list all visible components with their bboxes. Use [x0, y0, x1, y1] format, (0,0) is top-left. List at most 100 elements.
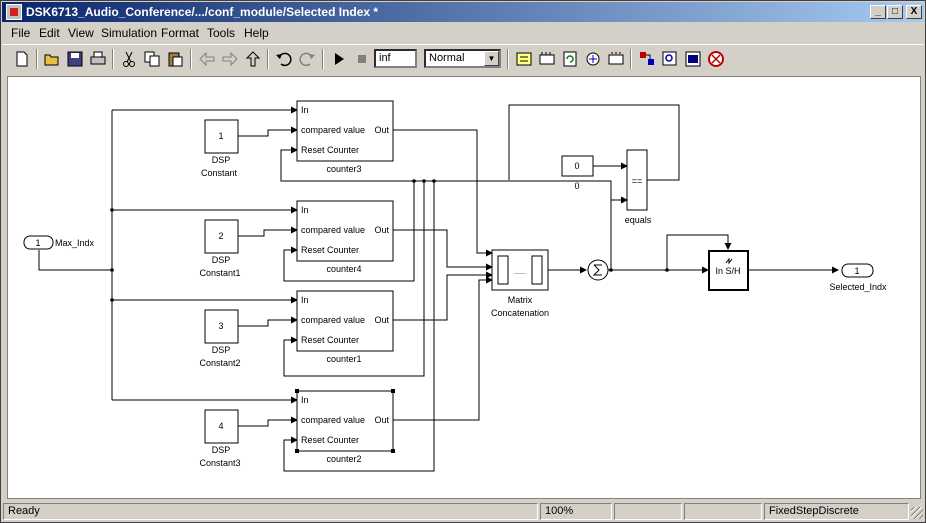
title-bar: DSK6713_Audio_Conference/.../conf_module…	[2, 2, 924, 22]
update-icon[interactable]	[583, 49, 603, 69]
constant-label-line1: DSP	[212, 155, 231, 165]
sum-block[interactable]	[587, 259, 609, 281]
counter4-block[interactable]: In compared value Out Reset Counter coun…	[296, 200, 394, 274]
dsp-constant1-block[interactable]: 2 DSP Constant1	[199, 219, 241, 278]
constant-label-line2: Constant3	[199, 458, 240, 468]
close-button[interactable]: X	[906, 5, 922, 19]
menu-format[interactable]: Format	[161, 26, 200, 40]
port-reset: Reset Counter	[301, 335, 359, 345]
menu-tools[interactable]: Tools	[207, 26, 236, 40]
sample-hold-block[interactable]: In S/H	[708, 250, 749, 291]
menu-file[interactable]: File	[11, 26, 31, 40]
equals-operator: ==	[632, 176, 643, 186]
counter-name: counter1	[326, 354, 361, 364]
constant-label-line2: Constant1	[199, 268, 240, 278]
simulation-mode-select[interactable]: Normal ▼	[424, 49, 501, 68]
matrix-concatenation-block[interactable]: ...... Matrix Concatenation	[491, 249, 549, 318]
concat-dots: ......	[514, 269, 526, 276]
status-solver: FixedStepDiscrete	[764, 503, 909, 520]
dsp-constant-block[interactable]: 1 DSP Constant	[201, 119, 239, 178]
model-explorer-icon[interactable]	[683, 49, 703, 69]
app-icon	[6, 4, 22, 20]
port-reset: Reset Counter	[301, 145, 359, 155]
menu-edit[interactable]: Edit	[39, 26, 60, 40]
constant-label-line1: DSP	[212, 345, 231, 355]
zero-const-label: 0	[574, 181, 579, 191]
minimize-button[interactable]: _	[870, 5, 886, 19]
counter-name: counter2	[326, 454, 361, 464]
port-out: Out	[374, 125, 389, 135]
counter-name: counter3	[326, 164, 361, 174]
sigma-icon	[592, 264, 602, 276]
constant-value: 2	[218, 231, 223, 241]
debug-icon[interactable]	[606, 49, 626, 69]
redo-icon[interactable]	[297, 49, 317, 69]
inport-max-indx[interactable]: 1 Max_Indx	[23, 235, 95, 250]
status-bar: Ready 100% FixedStepDiscrete	[2, 502, 924, 522]
concat-label-line1: Matrix	[508, 295, 533, 305]
constant-label-line2: Constant	[201, 168, 238, 178]
chevron-down-icon[interactable]: ▼	[484, 51, 499, 66]
port-in: In	[301, 205, 309, 215]
dsp-constant2-block[interactable]: 3 DSP Constant2	[199, 309, 241, 368]
stop-time-input[interactable]: inf	[374, 49, 417, 68]
sample-hold-label: In S/H	[715, 266, 740, 276]
model-canvas[interactable]: 1 Max_Indx 1 DSP Constant 2 DSP Constant…	[7, 76, 921, 499]
window-title: DSK6713_Audio_Conference/.../conf_module…	[26, 5, 379, 19]
signal-icon[interactable]	[706, 49, 726, 69]
trigger-icon	[725, 257, 733, 265]
port-in: In	[301, 105, 309, 115]
copy-icon[interactable]	[142, 49, 162, 69]
play-icon[interactable]	[329, 49, 349, 69]
zero-const-value: 0	[574, 161, 579, 171]
simulation-mode-value: Normal	[429, 52, 465, 64]
up-icon[interactable]	[243, 49, 263, 69]
constant-value: 3	[218, 321, 223, 331]
menu-help[interactable]: Help	[244, 26, 269, 40]
counter1-block[interactable]: In compared value Out Reset Counter coun…	[296, 290, 394, 364]
equals-label: equals	[625, 215, 652, 225]
maximize-button[interactable]: □	[887, 5, 903, 19]
port-in: In	[301, 295, 309, 305]
undo-icon[interactable]	[274, 49, 294, 69]
refresh-icon[interactable]	[560, 49, 580, 69]
selection-handles	[295, 389, 395, 453]
dsp-constant3-block[interactable]: 4 DSP Constant3	[199, 409, 241, 468]
back-icon[interactable]	[197, 49, 217, 69]
port-compared-value: compared value	[301, 125, 365, 135]
paste-icon[interactable]	[165, 49, 185, 69]
status-zoom: 100%	[540, 503, 612, 520]
zero-constant-block[interactable]: 0 0	[561, 155, 594, 191]
explorer-icon[interactable]	[660, 49, 680, 69]
menu-view[interactable]: View	[68, 26, 94, 40]
counter3-block[interactable]: In compared value Out Reset Counter coun…	[296, 100, 394, 174]
resize-grip-icon[interactable]	[911, 507, 923, 519]
equals-block[interactable]: == equals	[625, 149, 652, 225]
counter2-block[interactable]: In compared value Out Reset Counter coun…	[295, 389, 395, 464]
cut-icon[interactable]	[119, 49, 139, 69]
port-reset: Reset Counter	[301, 435, 359, 445]
constant-label-line1: DSP	[212, 255, 231, 265]
library-icon[interactable]	[537, 49, 557, 69]
build-icon[interactable]	[514, 49, 534, 69]
port-compared-value: compared value	[301, 415, 365, 425]
port-compared-value: compared value	[301, 315, 365, 325]
print-icon[interactable]	[88, 49, 108, 69]
inport-number: 1	[35, 238, 40, 248]
menu-simulation[interactable]: Simulation	[101, 26, 158, 40]
model-browser-icon[interactable]	[637, 49, 657, 69]
junction-dots	[110, 179, 669, 302]
port-out: Out	[374, 225, 389, 235]
status-ready: Ready	[3, 503, 538, 520]
port-in: In	[301, 395, 309, 405]
stop-icon[interactable]	[352, 49, 372, 69]
constant-value: 1	[218, 131, 223, 141]
new-icon[interactable]	[12, 49, 32, 69]
status-empty-1	[614, 503, 682, 520]
open-icon[interactable]	[42, 49, 62, 69]
save-icon[interactable]	[65, 49, 85, 69]
forward-icon[interactable]	[220, 49, 240, 69]
toolbar	[2, 44, 924, 72]
outport-selected-indx[interactable]: 1 Selected_Indx	[829, 263, 887, 292]
